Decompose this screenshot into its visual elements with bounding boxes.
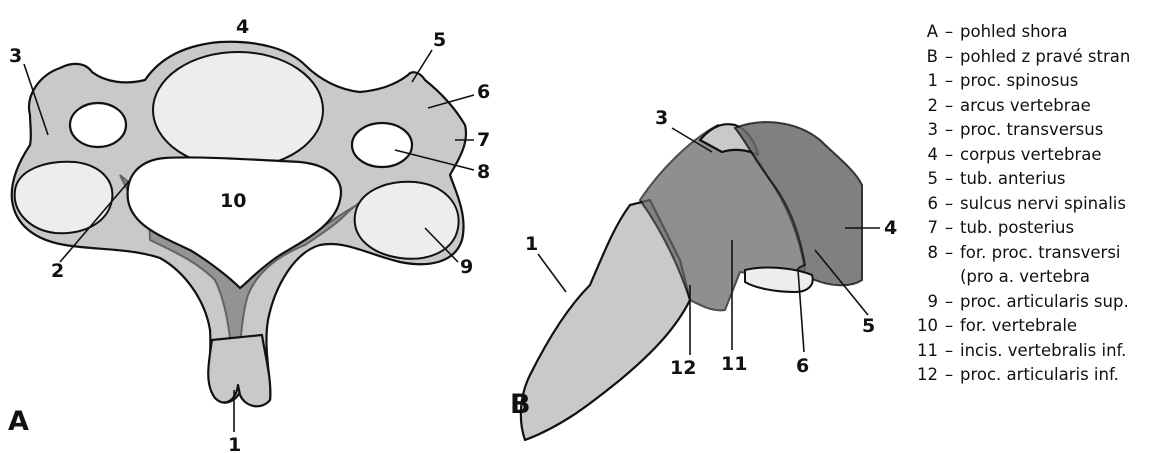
legend-key: B (905, 49, 938, 66)
legend-key: 7 (905, 220, 938, 237)
callout-a-10: 10 (220, 190, 246, 212)
legend-dash: – (938, 98, 960, 115)
legend-entry-10: 10 – for. vertebrale (905, 314, 1174, 339)
legend-entry-1: 1 – proc. spinosus (905, 69, 1174, 94)
legend-dash: – (938, 122, 960, 139)
callout-b-1: 1 (525, 233, 538, 255)
legend-text: for. proc. transversi (960, 245, 1121, 262)
legend-entry-3: 3 – proc. transversus (905, 118, 1174, 143)
legend-dash: – (938, 220, 960, 237)
legend-entry-4: 4 – corpus vertebrae (905, 143, 1174, 168)
legend-text: proc. transversus (960, 122, 1103, 139)
legend-key: 5 (905, 171, 938, 188)
legend-entry-11: 11 – incis. vertebralis inf. (905, 339, 1174, 364)
callout-b-3: 3 (655, 107, 668, 129)
legend-text: arcus vertebrae (960, 98, 1091, 115)
legend-dash: – (938, 73, 960, 90)
left-transverse-foramen (70, 103, 126, 147)
legend-entry-7: 7 – tub. posterius (905, 216, 1174, 241)
legend-entry-6: 6 – sulcus nervi spinalis (905, 192, 1174, 217)
legend-key: 4 (905, 147, 938, 164)
callout-a-4: 4 (236, 16, 249, 38)
legend-dash: – (938, 367, 960, 384)
legend-dash: – (938, 24, 960, 41)
legend-dash: – (938, 196, 960, 213)
legend-entry-5: 5 – tub. anterius (905, 167, 1174, 192)
legend-key: 10 (905, 318, 938, 335)
legend-entry-b: B – pohled z pravé stran (905, 45, 1174, 70)
legend-text: tub. posterius (960, 220, 1074, 237)
legend-text: (pro a. vertebra (960, 269, 1090, 286)
callout-a-7: 7 (477, 129, 490, 151)
callout-a-2: 2 (51, 260, 64, 282)
legend-dash: – (938, 294, 960, 311)
legend-key: 8 (905, 245, 938, 262)
panel-b-illustration (521, 122, 862, 440)
legend-text: sulcus nervi spinalis (960, 196, 1126, 213)
legend-entry-2: 2 – arcus vertebrae (905, 94, 1174, 119)
legend-key: 3 (905, 122, 938, 139)
spinous-process (208, 335, 270, 406)
legend-text: proc. articularis sup. (960, 294, 1129, 311)
legend-text: tub. anterius (960, 171, 1066, 188)
legend-dash: – (938, 49, 960, 66)
legend-key: 2 (905, 98, 938, 115)
callout-a-5: 5 (433, 29, 446, 51)
callout-b-6: 6 (796, 355, 809, 377)
figure-legend: A – pohled shora B – pohled z pravé stra… (905, 20, 1174, 388)
legend-key: 1 (905, 73, 938, 90)
callout-a-8: 8 (477, 161, 490, 183)
callout-a-9: 9 (460, 256, 473, 278)
legend-entry-a: A – pohled shora (905, 20, 1174, 45)
legend-entry-12: 12 – proc. articularis inf. (905, 363, 1174, 388)
callout-a-1: 1 (228, 434, 241, 453)
legend-text: pohled shora (960, 24, 1068, 41)
legend-dash: – (938, 171, 960, 188)
legend-dash: – (938, 245, 960, 262)
legend-dash: – (938, 318, 960, 335)
legend-entry-8-continuation: (pro a. vertebra (905, 265, 1174, 290)
legend-key: 12 (905, 367, 938, 384)
legend-text: pohled z pravé stran (960, 49, 1130, 66)
callout-b-12: 12 (670, 357, 696, 379)
callout-b-5: 5 (862, 315, 875, 337)
callout-a-3: 3 (9, 45, 22, 67)
callout-a-6: 6 (477, 81, 490, 103)
legend-text: corpus vertebrae (960, 147, 1102, 164)
legend-dash: – (938, 147, 960, 164)
foramen-vertebrale (128, 157, 341, 288)
legend-dash: – (938, 343, 960, 360)
callout-b-4: 4 (884, 217, 897, 239)
legend-key: 9 (905, 294, 938, 311)
legend-text: incis. vertebralis inf. (960, 343, 1126, 360)
legend-key: 6 (905, 196, 938, 213)
right-transverse-foramen (352, 123, 412, 167)
legend-entry-8: 8 – for. proc. transversi (905, 241, 1174, 266)
left-articular-facet (15, 162, 113, 233)
corpus-vertebrae (153, 52, 323, 168)
panel-a-illustration (12, 42, 466, 407)
legend-key: A (905, 24, 938, 41)
legend-text: for. vertebrale (960, 318, 1077, 335)
lateral-inferior-facet (745, 268, 813, 292)
panel-a-letter: A (8, 406, 29, 437)
panel-b-letter: B (510, 389, 531, 420)
legend-text: proc. spinosus (960, 73, 1078, 90)
callout-b-11: 11 (721, 353, 747, 375)
legend-key: 11 (905, 343, 938, 360)
legend-text: proc. articularis inf. (960, 367, 1119, 384)
legend-entry-9: 9 – proc. articularis sup. (905, 290, 1174, 315)
